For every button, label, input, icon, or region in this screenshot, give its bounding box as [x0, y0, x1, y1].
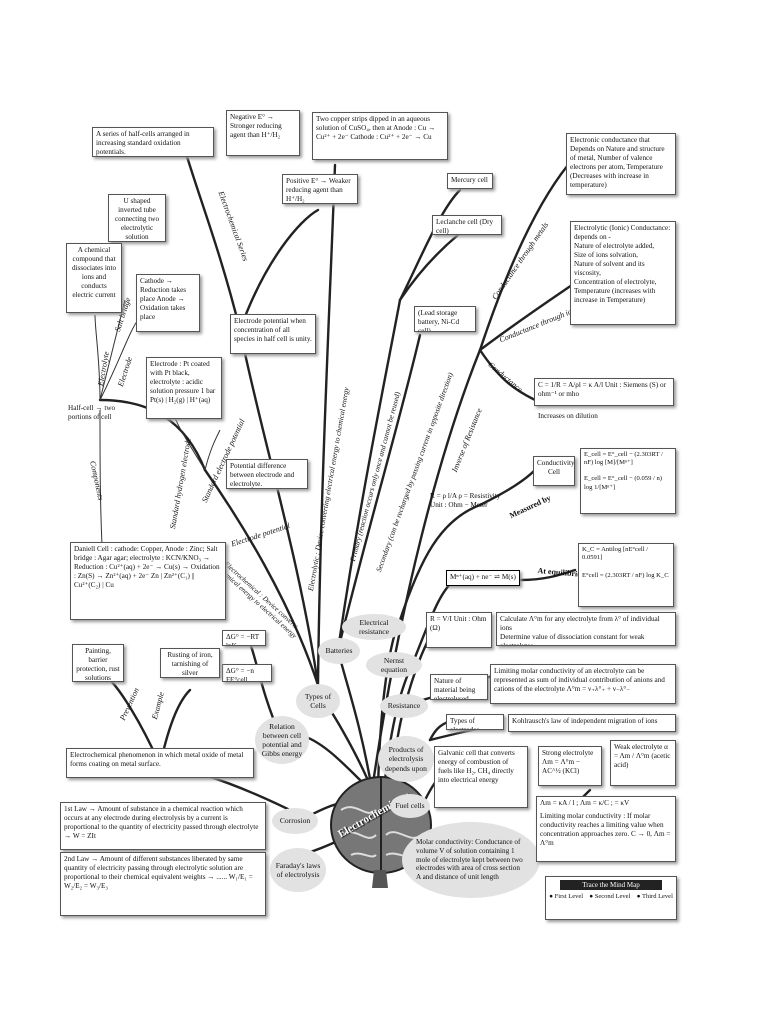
box-ohm: R = V/I Unit : Ohm (Ω): [426, 612, 492, 648]
node-fuel-cells[interactable]: Fuel cells: [390, 794, 430, 818]
box-conductivity-cell: Conductivity Cell: [533, 456, 575, 486]
kc-equation: K_C = Antilog [nE°cell / 0.0591]: [582, 546, 670, 562]
electrolytic-item: Concentration of electrolyte,: [574, 278, 672, 287]
box-gibbs-2: ΔG° = −n FE°cell: [222, 664, 272, 682]
box-types-electrodes: Types of electrodes: [446, 714, 504, 730]
box-molar-conductivity-formula: Λm = κA / l ; Λm = κ/C ; = κV Limiting m…: [536, 796, 676, 862]
node-nernst[interactable]: Nernst equation: [366, 652, 422, 678]
box-potential-difference: Potential difference between electrode a…: [226, 459, 308, 489]
node-molar-conductivity[interactable]: Molar conductivity: Conductance of volum…: [402, 822, 540, 898]
node-products[interactable]: Products of electrolysis depends upon: [378, 736, 434, 782]
box-calc-list: Calculate Λ°m for any electrolyte from λ…: [496, 612, 676, 646]
box-painting: Painting, barrier protection, rust solut…: [72, 644, 124, 682]
node-relation-gibbs[interactable]: Relation between cell potential and Gibb…: [255, 716, 309, 764]
text-half-cell: Half-cell → two portions of cell: [68, 404, 128, 422]
box-electrochemical-phenomenon: Electrochemical phenomenon in which meta…: [66, 748, 254, 778]
node-corrosion[interactable]: Corrosion: [272, 808, 318, 834]
ecell-equation: E°cell = (2.303RT / nF) log K_C: [582, 572, 670, 580]
box-copper-strips: Two copper strips dipped in an aqueous s…: [312, 112, 448, 160]
box-galvanic: Galvanic cell that converts energy of co…: [434, 746, 528, 808]
electrolytic-item: Size of ions solvation,: [574, 251, 672, 260]
legend-second-level: ● Second Level: [589, 893, 630, 900]
legend: Trace the Mind Map ● First Level ● Secon…: [545, 876, 677, 920]
box-weak-electrolyte: Weak electrolyte α = Λm / Λ°m (acetic ac…: [610, 740, 676, 786]
limiting-value: Limiting molar conductivity : If molar c…: [540, 812, 672, 848]
box-electrode-potential: Electrode potential when concentration o…: [230, 314, 316, 354]
box-conductance-formula: C = 1/R = A/ρl = κ A/l Unit : Siemens (S…: [534, 378, 674, 406]
node-electrical-resistance[interactable]: Electrical resistance: [342, 614, 406, 640]
legend-third-level: ● Third Level: [637, 893, 673, 900]
nernst-equation-2: E_cell = E°_cell − (0.059 / n) log 1/[Mⁿ…: [584, 475, 672, 491]
box-nernst-equations: E_cell = E°_cell − (2.303RT / nF) log [M…: [580, 448, 676, 514]
box-electronic-conductance: Electronic conductance that Depends on N…: [566, 133, 676, 195]
electrolytic-item: Temperature (increases with increase in …: [574, 287, 672, 305]
box-kc: K_C = Antilog [nE°cell / 0.0591] E°cell …: [578, 543, 674, 607]
box-faraday-law-1: 1st Law → Amount of substance in a chemi…: [60, 802, 266, 850]
box-leclanche: Leclanche cell (Dry cell): [432, 215, 502, 235]
box-mercury-cell: Mercury cell: [447, 173, 493, 189]
box-daniell-cell: Daniell Cell : cathode: Copper, Anode : …: [70, 542, 226, 620]
node-resistance[interactable]: Resistance: [380, 694, 428, 718]
box-cathode-anode: Cathode → Reduction takes place Anode → …: [136, 274, 200, 332]
box-gibbs-1: ΔG° = −RT lnK: [222, 630, 266, 646]
box-u-shaped: U shaped inverted tube connecting two el…: [108, 194, 166, 242]
box-strong-electrolyte: Strong electrolyte Λm = Λ°m − AC^½ (KCl): [538, 746, 602, 786]
node-faraday[interactable]: Faraday's laws of electrolysis: [270, 848, 326, 892]
electrolytic-conductance-title: Electrolytic (Ionic) Conductance: depend…: [574, 224, 672, 242]
box-kohlrausch: Kohlrausch's law of independent migratio…: [508, 714, 676, 732]
box-limiting-molar: Limiting molar conductivity of an electr…: [490, 664, 676, 704]
box-electrode-pt: Electrode : Pt coated with Pt black, ele…: [146, 357, 222, 419]
box-rusting: Rusting of iron, tarnishing of silver: [160, 648, 220, 678]
box-nature-material: Nature of material being electrolysed: [430, 674, 488, 700]
calc-item-2: Determine value of dissociation constant…: [500, 633, 672, 646]
node-batteries[interactable]: Batteries: [318, 638, 360, 664]
text-resistivity: R = ρ l/A ρ = Resistivity Unit : Ohm − M…: [430, 492, 502, 510]
box-equilibrium-species: Mⁿ⁺(aq) + ne⁻ ⇌ M(s): [446, 570, 520, 586]
text-increases-dilution: Increases on dilution: [538, 412, 598, 421]
calc-item-1: Calculate Λ°m for any electrolyte from λ…: [500, 615, 672, 633]
electrolytic-item: Nature of solvent and its viscosity,: [574, 260, 672, 278]
box-electrolytic-conductance: Electrolytic (Ionic) Conductance: depend…: [570, 221, 676, 325]
box-negative-e: Negative E° → Stronger reducing agent th…: [226, 110, 300, 156]
legend-title: Trace the Mind Map: [560, 880, 662, 890]
nernst-equation-1: E_cell = E°_cell − (2.303RT / nF) log [M…: [584, 451, 672, 467]
box-positive-e: Positive E° → Weaker reducing agent than…: [282, 174, 358, 204]
box-faraday-law-2: 2nd Law → Amount of different substances…: [60, 852, 266, 916]
box-chemical-compound: A chemical compound that dissociates int…: [66, 243, 122, 313]
node-types-of-cells[interactable]: Types of Cells: [296, 684, 340, 718]
molar-conductivity-formula: Λm = κA / l ; Λm = κ/C ; = κV: [540, 799, 672, 808]
electrolytic-item: Nature of electrolyte added,: [574, 242, 672, 251]
legend-first-level: ● First Level: [549, 893, 583, 900]
box-lead-storage: (Lead storage battery, Ni-Cd cell): [414, 306, 476, 332]
box-half-cells-series: A series of half-cells arranged in incre…: [92, 127, 214, 157]
